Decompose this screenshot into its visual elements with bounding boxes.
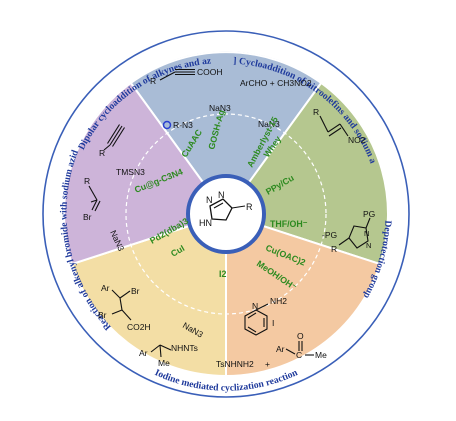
tsnhnh2: TsNHNH2 bbox=[216, 359, 254, 369]
archo-ch3no2: ArCHO + CH3NO2 bbox=[240, 78, 312, 88]
pg-n2: N bbox=[366, 241, 371, 250]
center-n-top: N bbox=[206, 195, 213, 205]
vinyl-r: R bbox=[84, 176, 90, 186]
ketone-me: Me bbox=[315, 350, 327, 360]
nan3-nitro: NaN3 bbox=[258, 119, 280, 129]
terminal-alkyne-r: R bbox=[99, 148, 105, 158]
sector-alkyne-azide bbox=[129, 51, 323, 216]
nitro-r: R bbox=[313, 107, 319, 117]
catalyst-i2: I2 bbox=[219, 269, 226, 279]
dibromo-acid-structure: Ar Br Br CO2H bbox=[98, 283, 151, 332]
plus-sign: + bbox=[265, 359, 270, 369]
ketone-structure: Ar C Me O bbox=[276, 331, 327, 360]
dashed-divider-circle bbox=[125, 113, 327, 315]
pg-n1: N bbox=[364, 229, 369, 238]
dibromo-br-left: Br bbox=[98, 310, 107, 320]
sector-nitroolefin bbox=[224, 81, 390, 266]
dash-pg: -PG bbox=[322, 230, 337, 240]
pg-top: PG bbox=[363, 209, 375, 219]
pyridinium-iodide: I bbox=[272, 318, 274, 328]
pyridinium-nh2: NH2 bbox=[270, 296, 287, 306]
ketone-ar: Ar bbox=[276, 344, 285, 354]
alkyne-cooh: COOH bbox=[197, 67, 223, 77]
sector-deprotection bbox=[225, 212, 382, 378]
vinyl-br: Br bbox=[83, 212, 92, 222]
pyridinium-n: N bbox=[252, 301, 258, 311]
r-n3-label: R-N3 bbox=[173, 120, 193, 130]
hydrazone-ar: Ar bbox=[139, 348, 148, 358]
triazole-core-icon: N N HN R bbox=[199, 190, 253, 228]
alkyne-structure: R COOH bbox=[150, 67, 223, 86]
dibromo-co2h: CO2H bbox=[127, 322, 151, 332]
center-hub bbox=[186, 174, 266, 254]
nitroolefin-structure: R NO2 bbox=[313, 107, 366, 145]
alkyne-r: R bbox=[150, 76, 156, 86]
protected-triazole-structure: PG R N N bbox=[331, 209, 375, 254]
hydrazone-me: Me bbox=[158, 358, 170, 368]
pg-r: R bbox=[331, 244, 337, 254]
nan3-top: NaN3 bbox=[209, 103, 231, 113]
center-hn: HN bbox=[199, 218, 212, 228]
catalyst-thf-oh: THF/OH⁻ bbox=[270, 219, 308, 229]
vinyl-bromide-structure: R Br bbox=[83, 176, 101, 222]
hydrazone-nhnts: NHNTs bbox=[171, 343, 198, 353]
dibromo-ar: Ar bbox=[101, 283, 110, 293]
center-n2: N bbox=[218, 190, 225, 200]
tmsn3-label: TMSN3 bbox=[116, 167, 145, 177]
sector-vinyl-bromide bbox=[62, 81, 228, 266]
r-n3-marker-icon bbox=[162, 120, 172, 130]
ketone-c: C bbox=[296, 350, 302, 360]
hydrazone-structure: Ar NHNTs Me bbox=[139, 343, 198, 368]
pyridinium-structure: N NH2 I bbox=[244, 296, 287, 336]
nitro-no2: NO2 bbox=[348, 135, 366, 145]
center-r: R bbox=[246, 202, 253, 212]
dibromo-br-top: Br bbox=[131, 286, 140, 296]
sector-iodine bbox=[70, 212, 227, 378]
terminal-alkyne-structure: R bbox=[99, 124, 125, 158]
ketone-o: O bbox=[297, 331, 304, 341]
